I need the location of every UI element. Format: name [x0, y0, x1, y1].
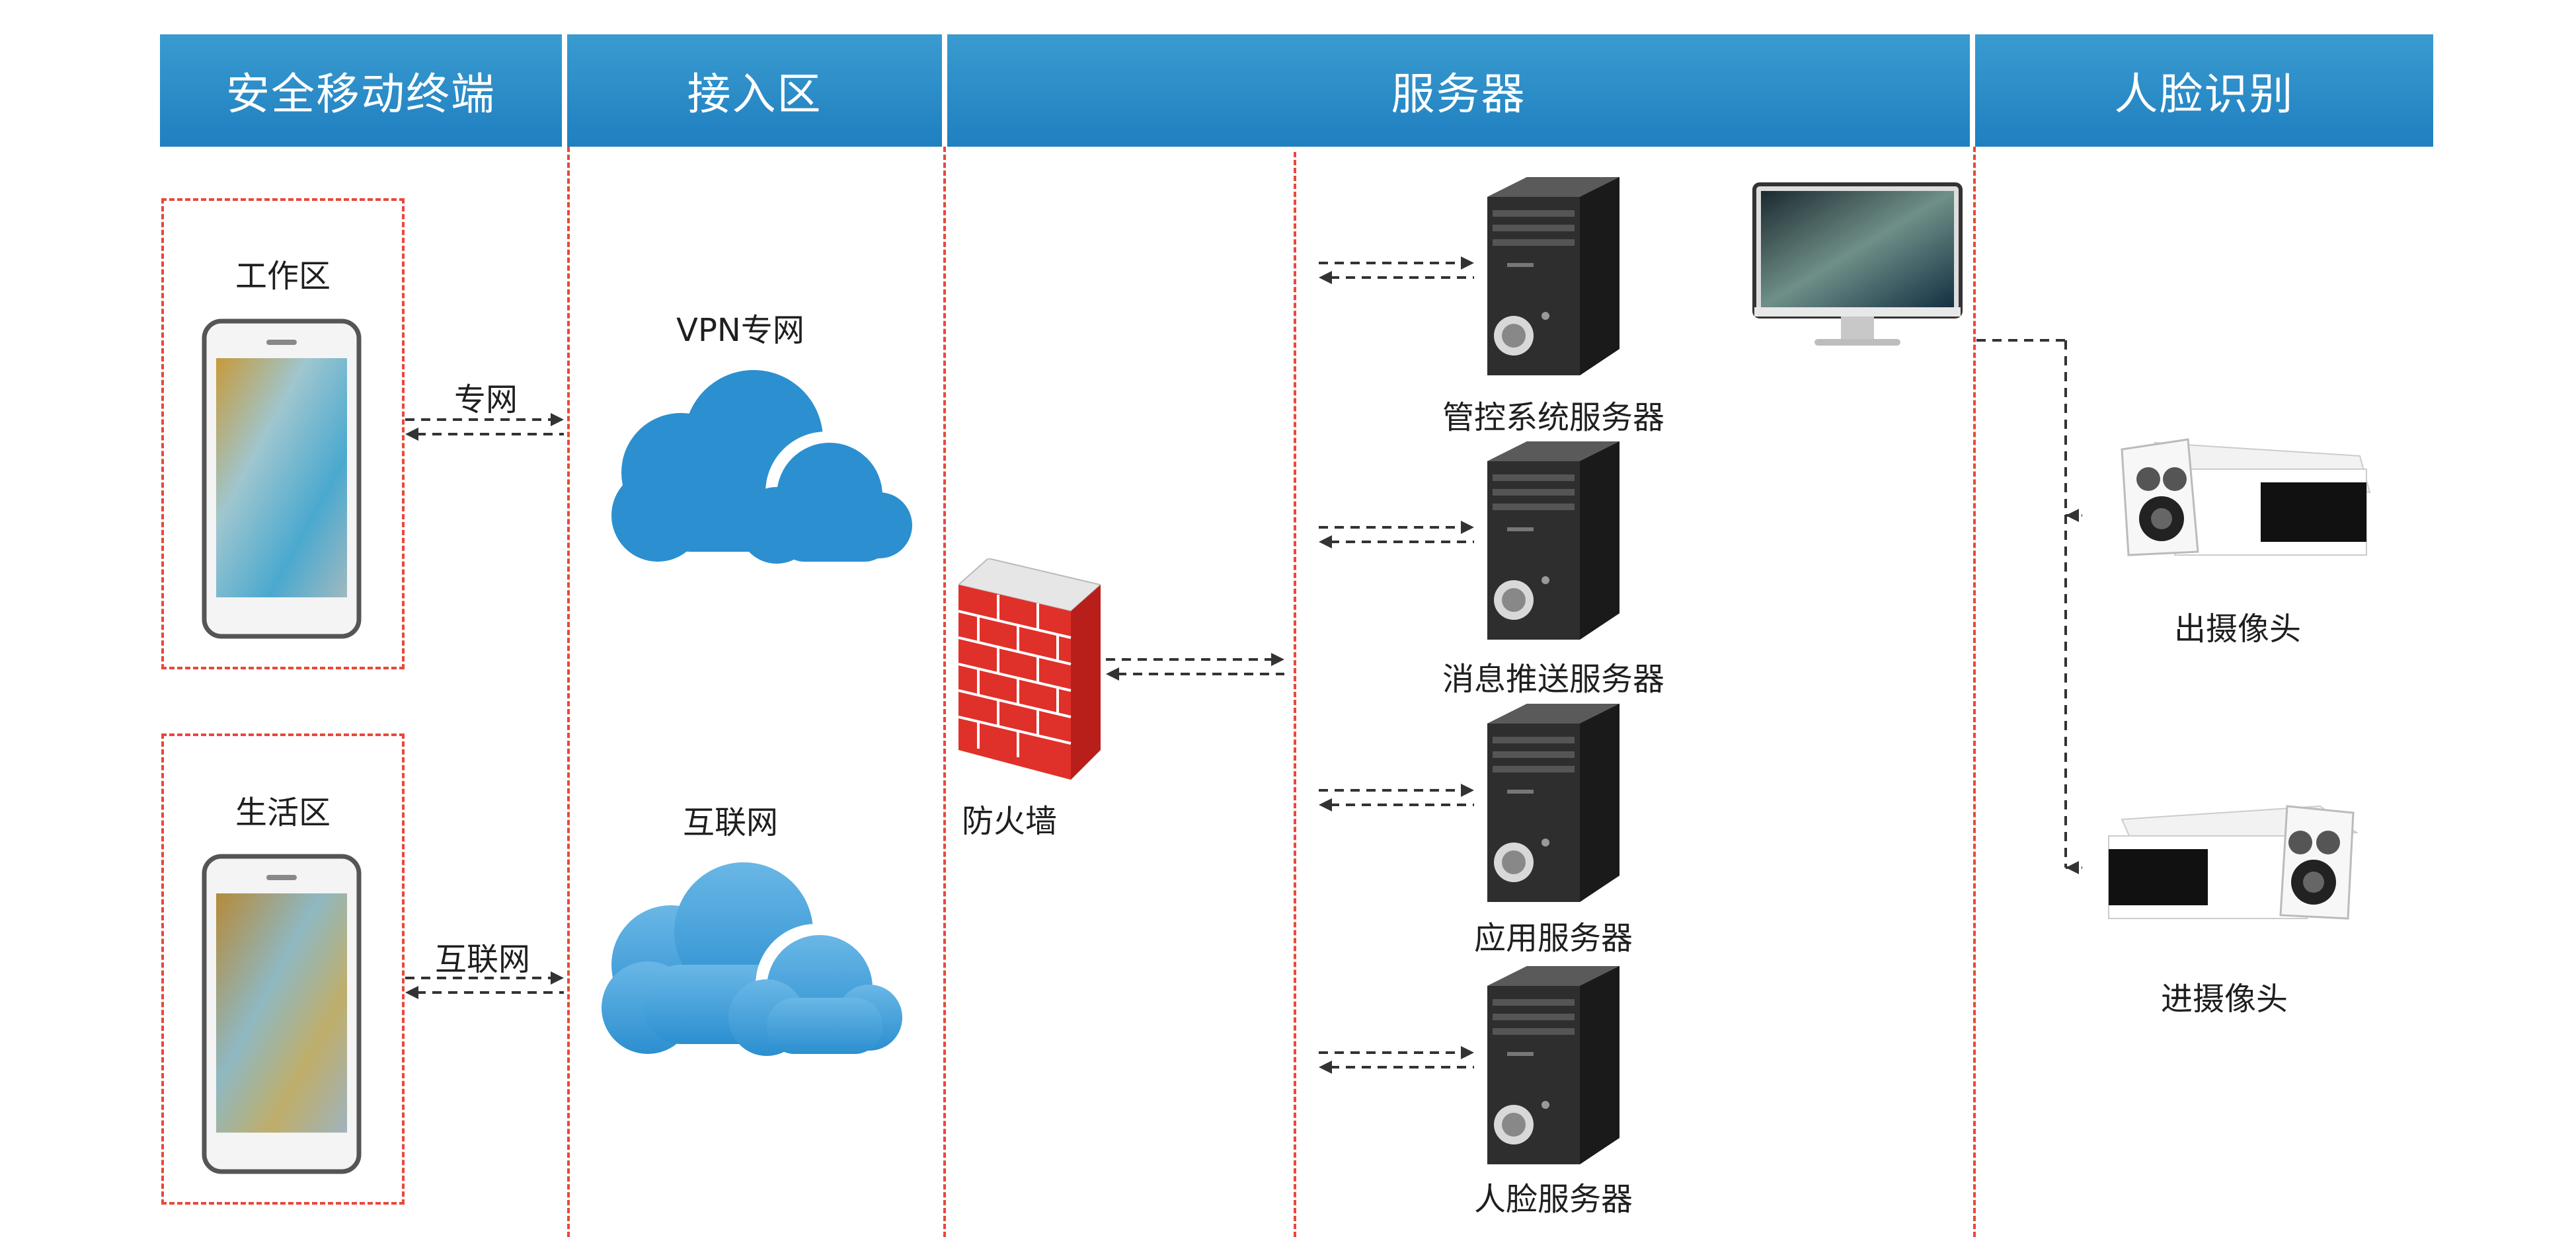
header-server: 服务器: [947, 34, 1970, 147]
server-2-label: 消息推送服务器: [1442, 661, 1664, 698]
exit-camera-label: 出摄像头: [2173, 611, 2301, 648]
header-access-label: 接入区: [687, 69, 822, 120]
header-terminal: 安全移动终端: [160, 34, 562, 147]
firewall-arrows: [1103, 648, 1288, 687]
work-link-arrows: [402, 406, 567, 446]
divider-access-server: [943, 147, 946, 1237]
exit-camera-icon: [2109, 430, 2373, 575]
work-zone: [161, 198, 405, 669]
divider-terminal-access: [567, 147, 570, 1237]
vpn-cloud-icon: [602, 360, 912, 578]
server-2-arrows: [1315, 515, 1477, 555]
firewall-label: 防火墙: [962, 803, 1058, 840]
life-link-arrows: [402, 965, 567, 1004]
server-1-arrows: [1315, 251, 1477, 291]
divider-server-face: [1973, 147, 1976, 1237]
server-1-label: 管控系统服务器: [1442, 399, 1664, 436]
life-phone-icon: [202, 854, 362, 1174]
header-access: 接入区: [567, 34, 942, 147]
server-4-arrows: [1315, 1041, 1477, 1080]
firewall-icon: [958, 558, 1101, 780]
header-face: 人脸识别: [1975, 34, 2433, 147]
enter-camera-label: 进摄像头: [2160, 981, 2288, 1018]
header-server-label: 服务器: [1391, 69, 1526, 120]
internet-label: 互联网: [682, 804, 778, 841]
header-face-label: 人脸识别: [2114, 69, 2294, 120]
enter-camera-icon: [2102, 793, 2366, 938]
work-phone-icon: [202, 319, 362, 639]
work-zone-label: 工作区: [235, 258, 331, 295]
monitor-icon: [1752, 182, 1963, 354]
server-1-icon: [1487, 177, 1620, 375]
life-zone-label: 生活区: [235, 794, 331, 831]
internet-cloud-icon: [592, 852, 902, 1070]
life-zone: [161, 733, 405, 1205]
camera-feed-connector: [1973, 334, 2092, 882]
server-2-icon: [1487, 441, 1620, 640]
server-3-label: 应用服务器: [1473, 920, 1633, 957]
server-3-arrows: [1315, 778, 1477, 818]
header-terminal-label: 安全移动终端: [226, 69, 496, 120]
work-link-label: 专网: [453, 381, 518, 418]
vpn-label: VPN专网: [676, 312, 804, 349]
life-link-label: 互联网: [434, 941, 530, 978]
server-4-label: 人脸服务器: [1473, 1181, 1633, 1218]
server-3-icon: [1487, 704, 1620, 902]
divider-server-inner: [1294, 152, 1296, 1237]
server-4-icon: [1487, 966, 1620, 1164]
